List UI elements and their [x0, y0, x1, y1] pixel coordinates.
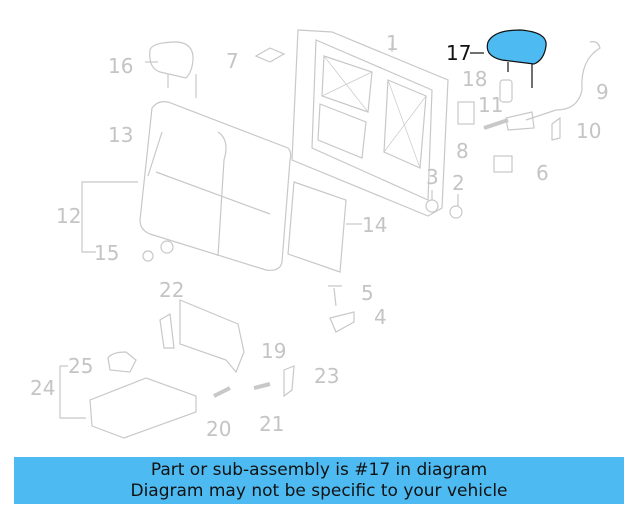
callout-19: 19 [261, 339, 287, 363]
callout-5: 5 [361, 281, 374, 305]
banner-line-1: Part or sub-assembly is #17 in diagram [150, 459, 488, 480]
info-banner: Part or sub-assembly is #17 in diagram D… [14, 457, 624, 504]
callout-7: 7 [226, 49, 239, 73]
guide-18-icon [499, 79, 513, 103]
bolt-3-icon [425, 199, 439, 213]
cupholder-25-icon [107, 351, 137, 373]
screw-21-icon [253, 382, 271, 390]
callout-6: 6 [536, 161, 549, 185]
armrest-24-icon [89, 377, 197, 439]
bracket-23-icon [283, 365, 295, 398]
callout-18: 18 [462, 67, 488, 91]
bracket-6-icon [493, 155, 513, 173]
bolt-11-icon [483, 118, 509, 130]
callout-12: 12 [56, 204, 82, 228]
seat-back-12-13-icon [139, 101, 292, 271]
seat-frame-1-icon [291, 29, 449, 217]
callout-10: 10 [576, 119, 602, 143]
callout-14: 14 [362, 213, 388, 237]
callout-4: 4 [374, 305, 387, 329]
panel-14-icon [287, 181, 347, 273]
callout-25: 25 [68, 354, 94, 378]
bracket-19-icon [179, 299, 245, 374]
callout-9: 9 [596, 80, 609, 104]
callout-24: 24 [30, 376, 56, 400]
callout-16: 16 [108, 54, 134, 78]
cable-9-icon [525, 41, 601, 121]
button-8-icon [457, 101, 475, 125]
screw-5-icon [328, 285, 342, 307]
headrest-17-icon [470, 29, 547, 88]
callout-17: 17 [446, 41, 472, 65]
callout-8: 8 [456, 139, 469, 163]
cap-15-icon [160, 240, 174, 254]
callout-11: 11 [478, 93, 504, 117]
bracket-22-icon [159, 313, 175, 349]
callout-3: 3 [426, 165, 439, 189]
headrest-16-icon [145, 41, 197, 98]
latch-10-icon [551, 116, 561, 141]
callout-13: 13 [108, 123, 134, 147]
banner-line-2: Diagram may not be specific to your vehi… [130, 480, 508, 501]
callout-21: 21 [259, 412, 285, 436]
callout-1: 1 [386, 31, 399, 55]
screw-20-icon [213, 386, 231, 398]
callout-22: 22 [159, 278, 185, 302]
clip-7-icon [254, 47, 286, 63]
callout-23: 23 [314, 364, 340, 388]
bolt-2-icon [449, 205, 463, 219]
callout-15: 15 [94, 241, 120, 265]
clip-4-icon [329, 311, 355, 333]
callout-20: 20 [206, 417, 232, 441]
callout-2: 2 [452, 171, 465, 195]
